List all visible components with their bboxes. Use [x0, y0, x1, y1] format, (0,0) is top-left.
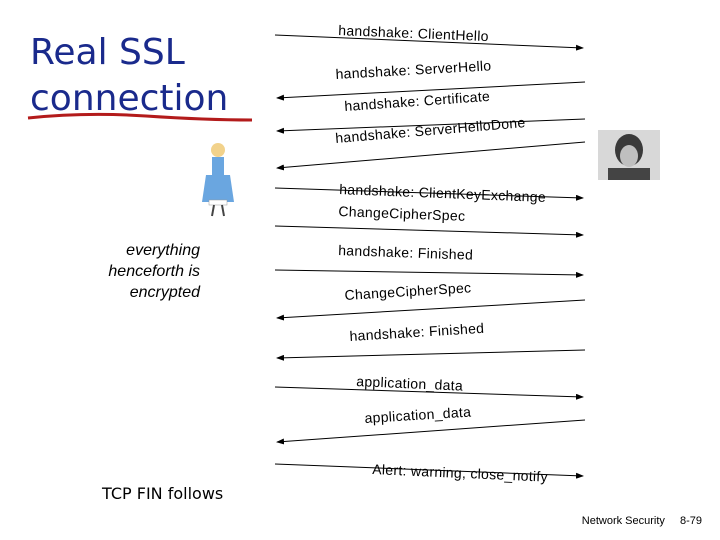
encryption-note: everything henceforth is encrypted [108, 242, 200, 301]
alice-figure-icon [202, 143, 234, 217]
arrow-certificate [276, 118, 586, 134]
slide-title: Real SSL connection [30, 32, 229, 119]
arrow-server-hello-done [276, 141, 586, 171]
bob-photo-icon [598, 130, 660, 180]
slide-footer: Network Security 8-79 [570, 515, 702, 527]
arrow-server-finished [276, 349, 586, 361]
arrow-server-hello [276, 81, 586, 101]
footer-page-number: 8-79 [679, 515, 702, 527]
footer-course: Network Security [581, 515, 665, 527]
msg-client-key-exchange: handshake: ClientKeyExchange ChangeCiphe… [338, 181, 547, 224]
title-underline [27, 112, 253, 122]
arrow-client-hello [274, 34, 584, 51]
arrow-client-key-exchange [274, 187, 584, 201]
arrow-client-finished [274, 269, 584, 278]
arrow-change-cipher-spec [274, 225, 584, 238]
arrow-server-change-cipher-spec [276, 299, 586, 321]
arrow-alert-close-notify [274, 463, 584, 479]
tcp-fin-label: TCP FIN follows [102, 484, 224, 503]
arrow-app-data-to-server [274, 386, 584, 400]
arrow-app-data-to-client [276, 419, 586, 445]
